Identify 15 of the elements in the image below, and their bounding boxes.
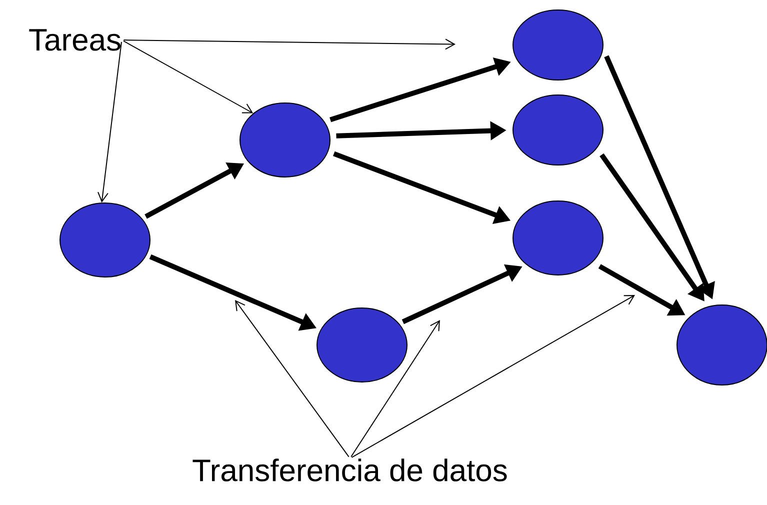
task-circle	[512, 94, 604, 166]
task-circle	[240, 102, 330, 178]
leader-line	[122, 40, 254, 114]
leader-line	[350, 320, 440, 458]
task-circle	[676, 304, 767, 386]
leader-line	[351, 295, 635, 458]
label-text: Transferencia de datos	[192, 458, 507, 482]
leader-line	[98, 41, 122, 203]
task-circle	[512, 200, 604, 276]
task-circle	[512, 10, 604, 80]
leader-line	[235, 300, 350, 458]
task-circle	[316, 308, 408, 382]
task-circle	[60, 202, 150, 278]
leader-line	[123, 38, 456, 50]
label-text: Tareas	[29, 29, 120, 51]
